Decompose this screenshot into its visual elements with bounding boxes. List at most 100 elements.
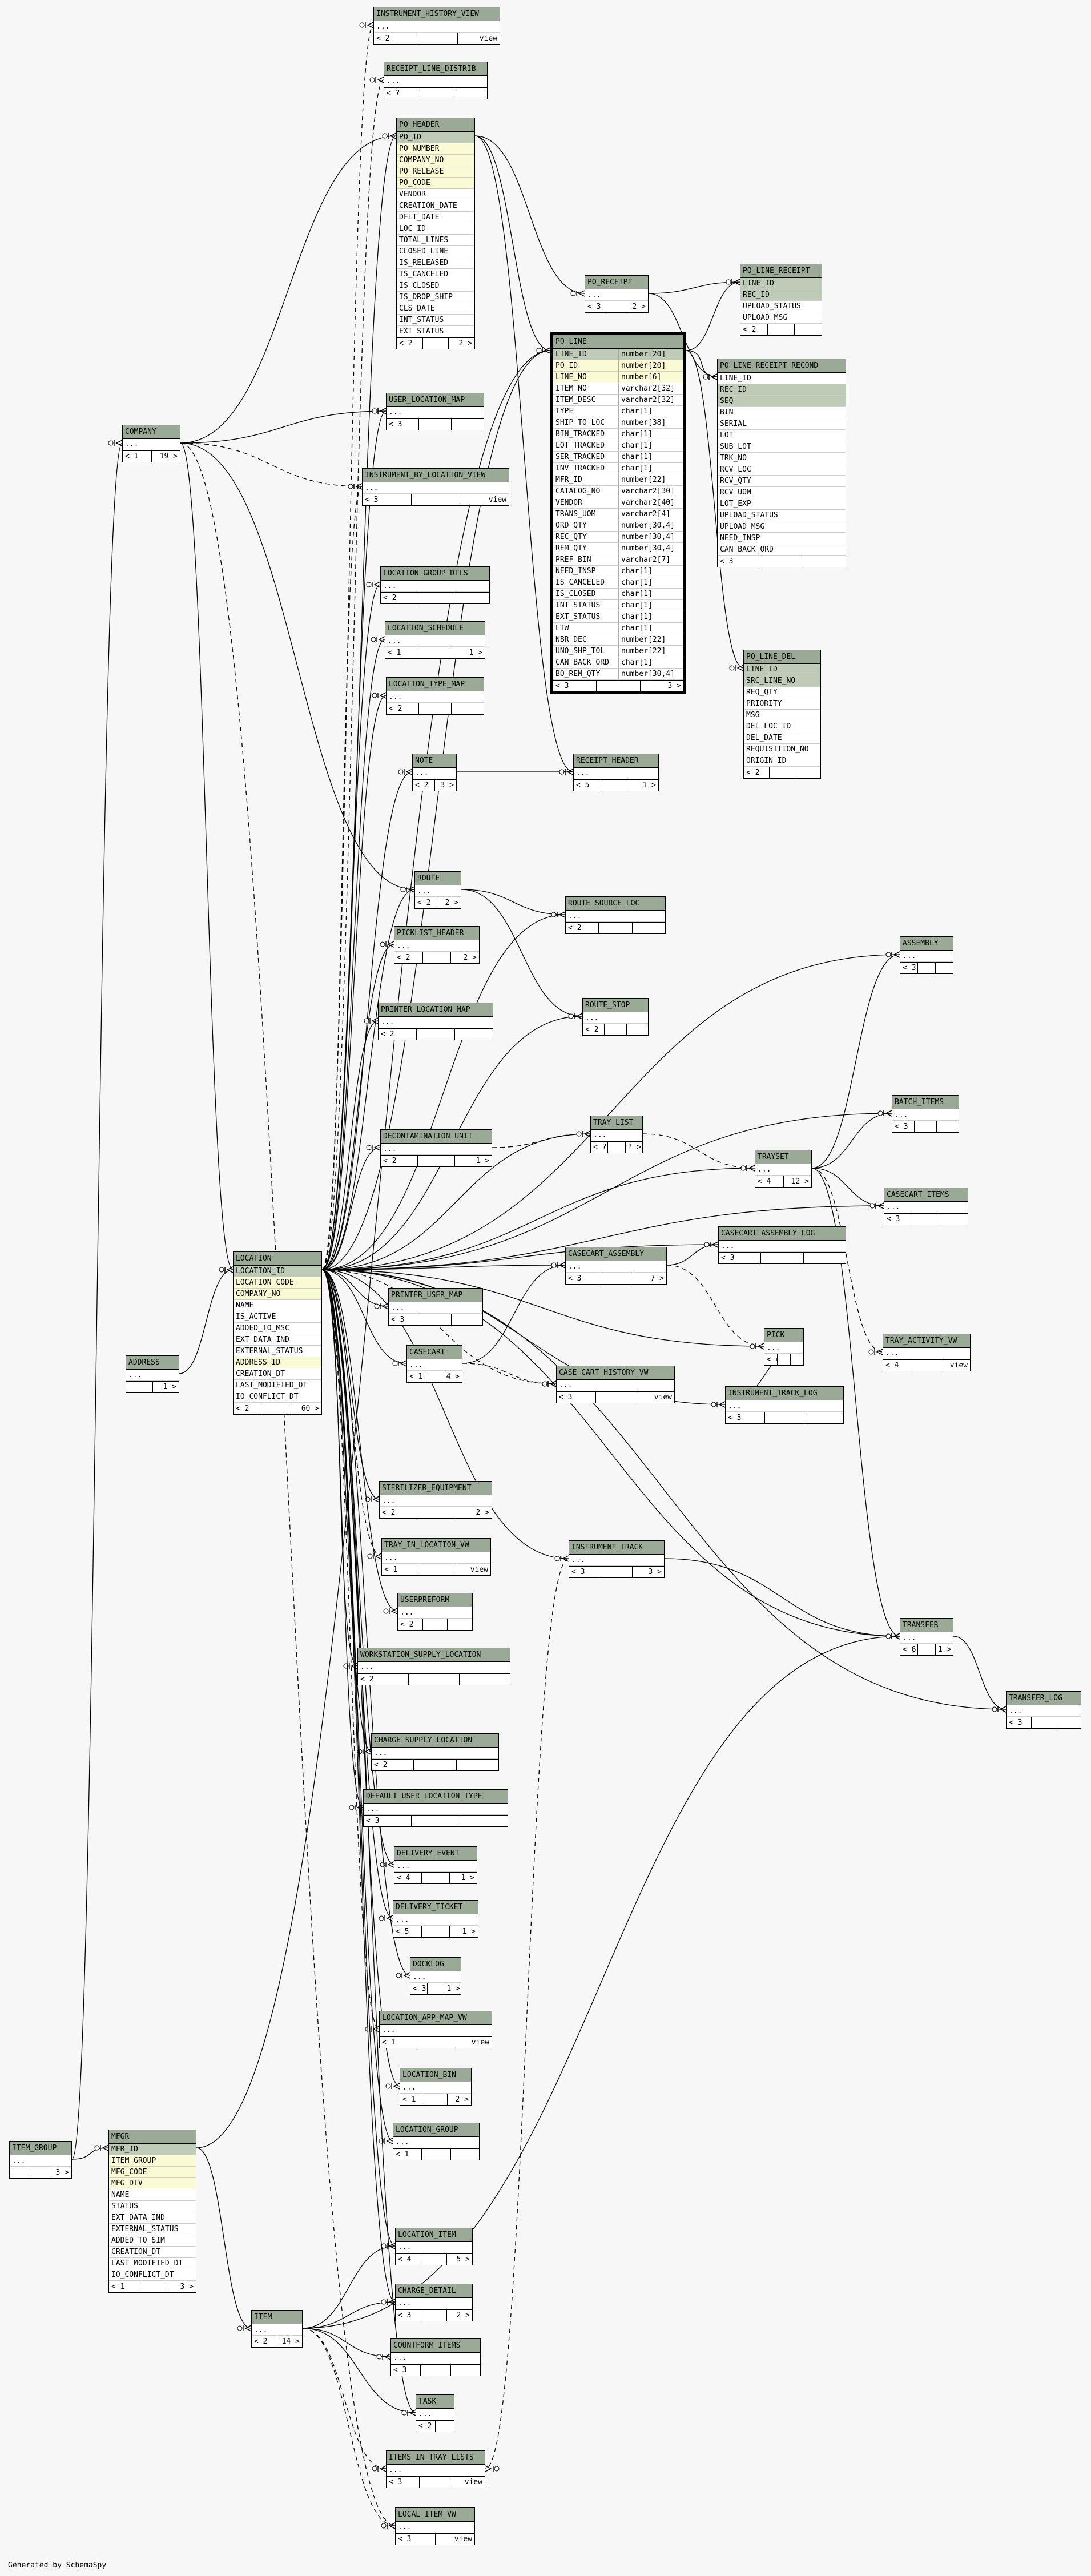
table-name: TRAY_LIST — [591, 1116, 642, 1130]
table-instrument-track-log[interactable]: INSTRUMENT_TRACK_LOG...< 3 — [725, 1386, 844, 1424]
table-default-user-location-type[interactable]: DEFAULT_USER_LOCATION_TYPE...< 3 — [363, 1789, 508, 1827]
table-userpreform[interactable]: USERPREFORM...< 2 — [397, 1593, 473, 1631]
column-row: REC_ID — [740, 289, 822, 301]
column-name: LOCATION_ID — [236, 1267, 285, 1275]
footer-cell: < 2 — [566, 923, 599, 933]
crows-foot-marker — [557, 1262, 566, 1269]
footer-cell: < 4 — [764, 1354, 778, 1365]
table-pick[interactable]: PICK...< 4 — [764, 1328, 804, 1366]
footer-cell — [627, 1024, 648, 1035]
table-item-group[interactable]: ITEM_GROUP...3 > — [9, 2141, 72, 2179]
column-row: IS_CLOSED — [397, 280, 474, 292]
column-row: STATUS — [109, 2201, 196, 2212]
column-name: REQ_QTY — [746, 688, 778, 697]
column-name: ITEM_GROUP — [111, 2156, 156, 2165]
column-row: ... — [410, 1971, 461, 1983]
column-name: ORD_QTY — [555, 521, 587, 530]
footer-cell: view — [454, 2535, 472, 2543]
table-location-type-map[interactable]: LOCATION_TYPE_MAP...< 2 — [386, 677, 484, 715]
table-name: COUNTFORM_ITEMS — [391, 2339, 480, 2353]
column-row: ... — [385, 635, 485, 647]
table-workstation-supply-location[interactable]: WORKSTATION_SUPPLY_LOCATION...< 2 — [357, 1648, 510, 1685]
table-location-group[interactable]: LOCATION_GROUP...< 1 — [393, 2123, 480, 2160]
table-charge-supply-location[interactable]: CHARGE_SUPPLY_LOCATION...< 2 — [371, 1733, 499, 1771]
table-printer-user-map[interactable]: PRINTER_USER_MAP...< 3 — [388, 1288, 483, 1326]
table-name: TRAY_ACTIVITY_VW — [883, 1334, 970, 1348]
table-name: PO_LINE_DEL — [744, 650, 820, 664]
column-type: char[1] — [618, 589, 653, 599]
crows-foot-marker — [385, 1861, 394, 1868]
table-receipt-line-distrib[interactable]: RECEIPT_LINE_DISTRIB...< ? — [384, 62, 488, 99]
column-row: ... — [393, 1914, 478, 1926]
column-name: SERIAL — [720, 420, 747, 428]
column-row: ... — [1007, 1705, 1081, 1717]
table-printer-location-map[interactable]: PRINTER_LOCATION_MAP...< 2 — [378, 1003, 493, 1040]
column-name: MFR_ID — [111, 2145, 138, 2154]
table-name: PO_RECEIPT — [585, 276, 648, 289]
table-address[interactable]: ADDRESS...1 > — [126, 1355, 179, 1393]
table-casecart-assembly-log[interactable]: CASECART_ASSEMBLY_LOG...< 3 — [718, 1226, 846, 1264]
relationship-line — [811, 954, 900, 1169]
footer-cell — [30, 2167, 51, 2178]
table-task[interactable]: TASK...< 2 — [416, 2394, 454, 2432]
table-countform-items[interactable]: COUNTFORM_ITEMS...< 3 — [390, 2338, 481, 2376]
table-route-source-loc[interactable]: ROUTE_SOURCE_LOC...< 2 — [565, 896, 666, 934]
table-tray-list[interactable]: TRAY_LIST...< ?? > — [590, 1116, 643, 1153]
footer-cell — [1032, 1717, 1057, 1728]
table-assembly[interactable]: ASSEMBLY...< 3 — [900, 936, 953, 974]
column-row: CREATION_DATE — [397, 200, 474, 212]
column-name: INT_STATUS — [555, 601, 601, 610]
table-transfer-log[interactable]: TRANSFER_LOG...< 3 — [1006, 1691, 1081, 1729]
footer-cell: < 2 — [416, 2421, 436, 2432]
table-route-stop[interactable]: ROUTE_STOP...< 2 — [582, 998, 649, 1036]
table-user-location-map[interactable]: USER_LOCATION_MAP...< 3 — [386, 393, 484, 430]
column-name: EXT_STATUS — [555, 613, 601, 621]
footer-cell: 3 > — [648, 1568, 662, 1576]
table-batch-items[interactable]: BATCH_ITEMS...< 3 — [892, 1095, 959, 1133]
table-location-group-dtls[interactable]: LOCATION_GROUP_DTLS...< 2 — [380, 566, 490, 604]
table-casecart-items[interactable]: CASECART_ITEMS...< 3 — [884, 1188, 968, 1225]
